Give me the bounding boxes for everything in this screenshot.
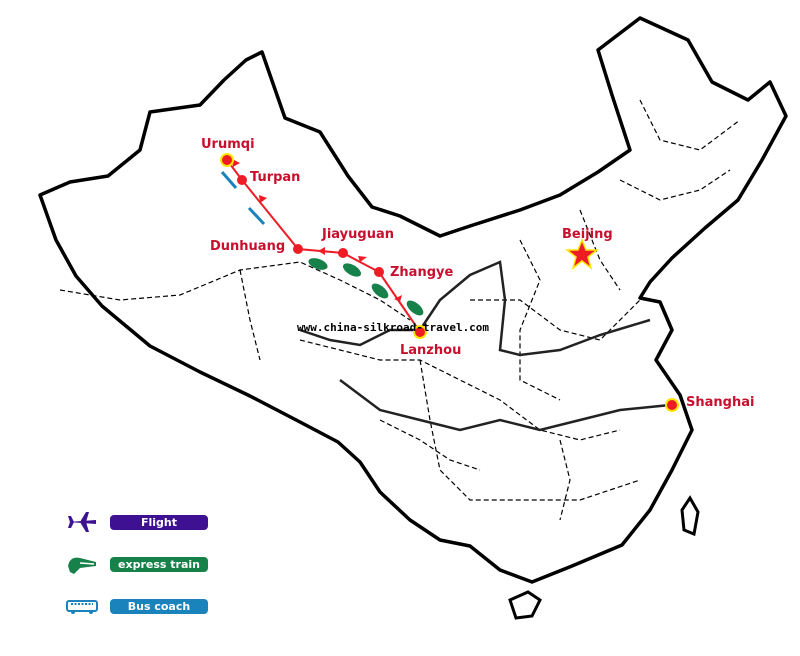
city-label-dunhuang: Dunhuang — [210, 239, 286, 254]
city-label-lanzhou: Lanzhou — [400, 343, 462, 358]
bus-icon — [247, 206, 266, 226]
city-markers — [220, 153, 679, 412]
arrow-icon — [358, 256, 367, 262]
lanzhou-marker — [413, 325, 427, 339]
province-boundaries — [59, 99, 741, 521]
watermark-url: www.china-silkroad-travel.com — [297, 321, 490, 334]
china-border — [38, 16, 788, 584]
shanghai-marker — [665, 398, 679, 412]
train-icon — [371, 283, 389, 299]
arrow-icon — [259, 195, 267, 203]
train-markers — [308, 258, 424, 316]
arrow-icon — [394, 295, 402, 302]
city-label-urumqi: Urumqi — [201, 137, 255, 152]
yellow-river — [299, 260, 651, 357]
city-label-jiayuguan: Jiayuguan — [322, 227, 394, 242]
yangtze-river — [339, 379, 671, 432]
route-arrows — [232, 159, 402, 302]
legend-item-train: express train — [64, 552, 208, 576]
legend-label-bus: Bus coach — [110, 598, 208, 614]
legend-label-train: express train — [110, 556, 208, 572]
hainan-island — [508, 590, 542, 620]
bus-icon — [64, 594, 100, 618]
plane-icon — [64, 510, 100, 534]
train-icon — [406, 300, 424, 316]
capital-star-icon — [564, 237, 600, 270]
train-icon — [342, 263, 362, 277]
train-icon — [308, 258, 328, 270]
turpan-marker — [237, 175, 247, 185]
rivers — [299, 260, 671, 432]
legend-label-flight: Flight — [110, 514, 208, 530]
arrow-icon — [318, 247, 325, 255]
city-label-zhangye: Zhangye — [390, 265, 454, 280]
train-icon — [64, 552, 100, 576]
dunhuang-marker — [293, 244, 303, 254]
bus-markers — [220, 171, 266, 226]
city-label-shanghai: Shanghai — [686, 395, 755, 410]
taiwan-island — [680, 495, 700, 537]
urumqi-marker — [220, 153, 234, 167]
arrow-icon — [232, 159, 240, 167]
bus-icon — [220, 171, 238, 189]
legend-item-flight: Flight — [64, 510, 208, 534]
legend-item-bus: Bus coach — [64, 594, 208, 618]
city-label-turpan: Turpan — [250, 170, 301, 185]
city-label-beijing: Beijing — [562, 227, 613, 242]
jiayuguan-marker — [338, 248, 348, 258]
zhangye-marker — [374, 267, 384, 277]
